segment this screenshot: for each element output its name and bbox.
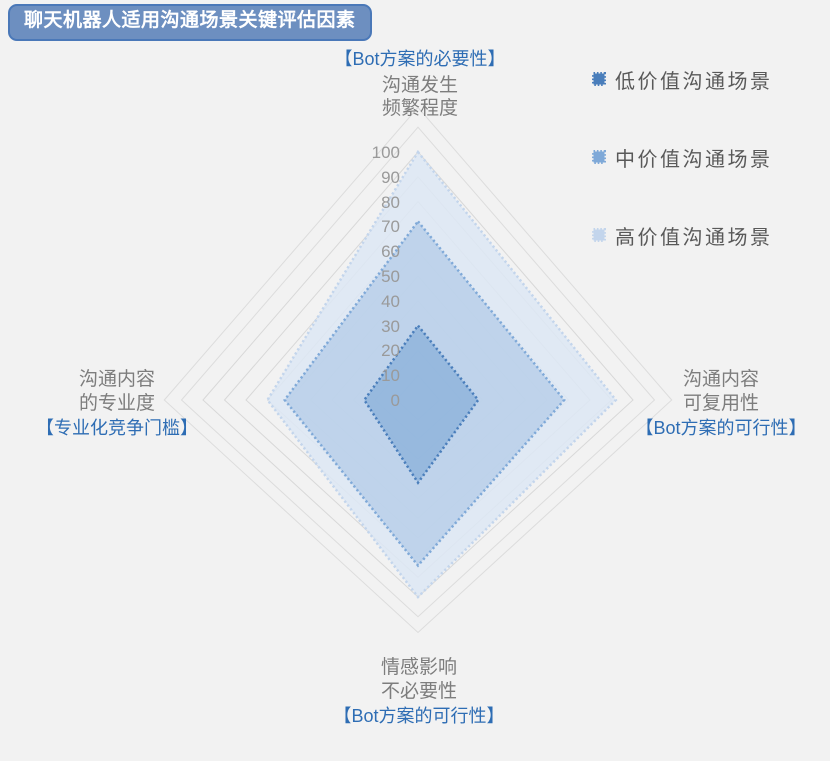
radial-tick-label: 60 bbox=[381, 242, 400, 262]
dotted-square-marker-icon bbox=[592, 72, 606, 86]
axis-label-right: 沟通内容 可复用性 【Bot方案的可行性】 bbox=[612, 368, 830, 439]
grid-ring-outer bbox=[163, 106, 673, 634]
radial-tick-label: 10 bbox=[381, 366, 400, 386]
axis-desc-right-line2: 可复用性 bbox=[682, 392, 759, 414]
grid-ring-outer bbox=[180, 126, 656, 618]
axis-factor-bottom: 【Bot方案的可行性】 bbox=[333, 705, 505, 726]
radial-tick-label: 30 bbox=[381, 316, 400, 336]
page-title: 聊天机器人适用沟通场景关键评估因素 bbox=[8, 4, 372, 41]
axis-label-top: 【Bot方案的必要性】 沟通发生 频繁程度 bbox=[305, 48, 535, 121]
radial-tick-label: 0 bbox=[390, 391, 400, 410]
legend-item[interactable]: 高价值沟通场景 bbox=[590, 222, 830, 249]
radial-tick-label: 70 bbox=[381, 217, 400, 237]
axis-desc-top-line1: 沟通发生 bbox=[381, 74, 458, 96]
legend-item[interactable]: 低价值沟通场景 bbox=[590, 66, 830, 93]
radial-tick-label: 100 bbox=[371, 143, 400, 162]
radial-tick-label: 80 bbox=[381, 192, 400, 212]
axis-factor-left: 【专业化竞争门槛】 bbox=[36, 417, 198, 438]
axis-factor-right: 【Bot方案的可行性】 bbox=[635, 417, 807, 438]
radial-tick-label: 90 bbox=[381, 167, 400, 187]
axis-desc-top-line2: 频繁程度 bbox=[381, 98, 458, 120]
legend-item[interactable]: 中价值沟通场景 bbox=[590, 144, 830, 171]
dotted-square-marker-icon bbox=[592, 150, 606, 164]
legend-item-label: 低价值沟通场景 bbox=[615, 70, 773, 93]
legend-item-label: 中价值沟通场景 bbox=[615, 148, 773, 171]
axis-desc-left-line2: 的专业度 bbox=[78, 392, 155, 414]
radial-tick-label: 40 bbox=[381, 291, 400, 311]
axis-desc-bottom-line1: 情感影响 bbox=[380, 657, 457, 678]
axis-desc-bottom-line2: 不必要性 bbox=[380, 680, 457, 702]
axis-desc-right-line1: 沟通内容 bbox=[682, 369, 759, 390]
axis-label-bottom: 情感影响 不必要性 【Bot方案的可行性】 bbox=[300, 656, 538, 727]
dotted-square-marker-icon bbox=[592, 228, 606, 242]
axis-label-left: 沟通内容 的专业度 【专业化竞争门槛】 bbox=[8, 368, 226, 439]
radial-tick-label: 20 bbox=[381, 341, 400, 361]
chart-legend: 低价值沟通场景中价值沟通场景高价值沟通场景 bbox=[590, 66, 830, 300]
radial-tick-label: 50 bbox=[381, 267, 400, 286]
legend-item-label: 高价值沟通场景 bbox=[615, 226, 773, 249]
axis-factor-top: 【Bot方案的必要性】 bbox=[334, 49, 506, 69]
axis-desc-left-line1: 沟通内容 bbox=[78, 369, 155, 390]
series-polygon bbox=[362, 323, 480, 485]
series-polygons bbox=[265, 149, 618, 599]
